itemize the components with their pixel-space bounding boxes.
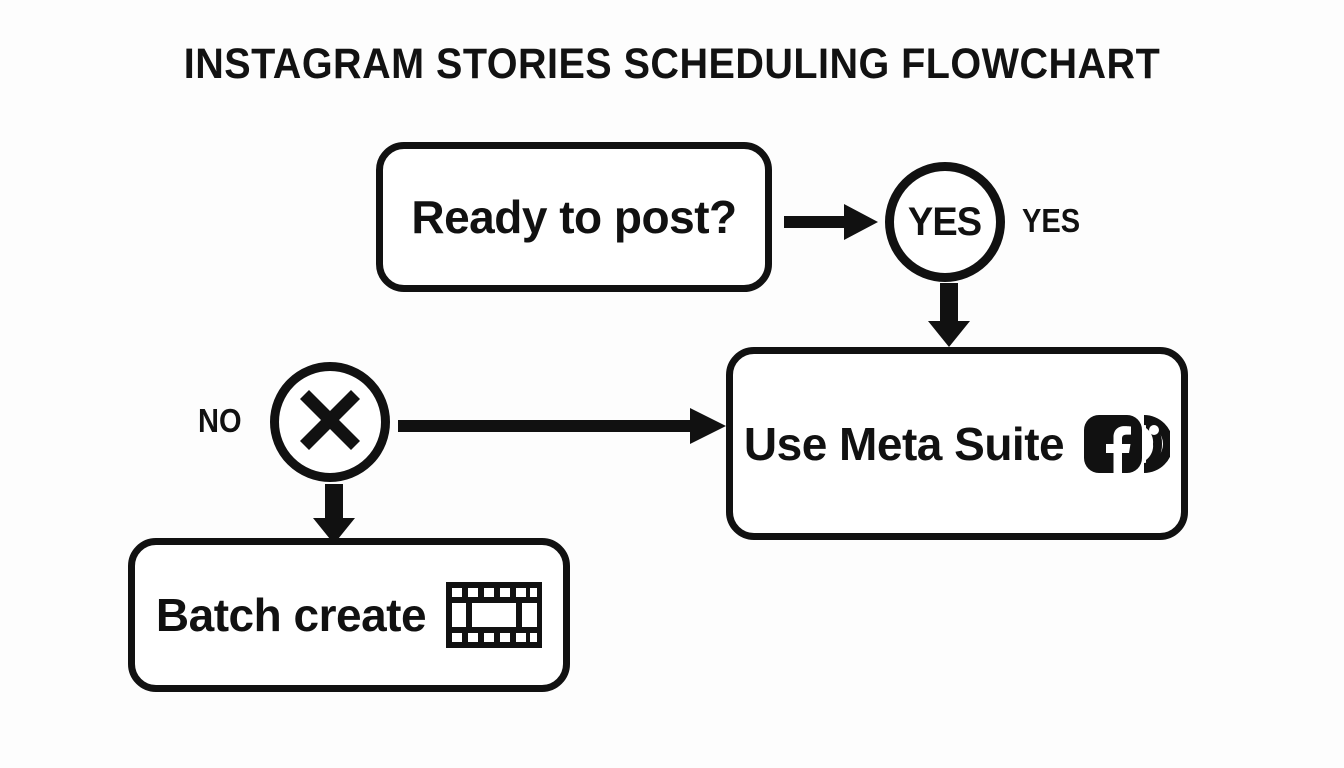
node-decision-no[interactable] — [270, 362, 390, 482]
node-ready-to-post-label: Ready to post? — [411, 191, 737, 243]
node-use-meta-suite-label: Use Meta Suite — [743, 417, 1065, 470]
arrow-no-to-meta-suite — [398, 404, 728, 448]
arrow-ready-to-yes — [784, 198, 880, 246]
arrow-no-to-batch-create — [310, 484, 358, 546]
node-ready-to-post-content: Ready to post? — [411, 190, 737, 244]
facebook-messenger-icon — [1084, 413, 1174, 475]
page-title: INSTAGRAM STORIES SCHEDULING FLOWCHART — [183, 40, 1161, 88]
node-ready-to-post[interactable]: Ready to post? — [376, 142, 772, 292]
arrow-yes-to-meta-suite — [925, 283, 973, 349]
node-use-meta-suite-content: Use Meta Suite — [743, 413, 1174, 475]
edge-label-yes: YES — [1022, 202, 1081, 239]
node-batch-create[interactable]: Batch create — [128, 538, 570, 692]
node-batch-create-label: Batch create — [155, 589, 427, 641]
node-use-meta-suite[interactable]: Use Meta Suite — [726, 347, 1188, 540]
node-decision-yes-label: YES — [908, 199, 982, 244]
close-x-icon — [297, 387, 363, 458]
edge-label-no: NO — [198, 402, 242, 439]
node-batch-create-content: Batch create — [155, 582, 543, 648]
film-strip-icon — [446, 582, 543, 648]
node-decision-yes[interactable]: YES — [885, 162, 1005, 282]
